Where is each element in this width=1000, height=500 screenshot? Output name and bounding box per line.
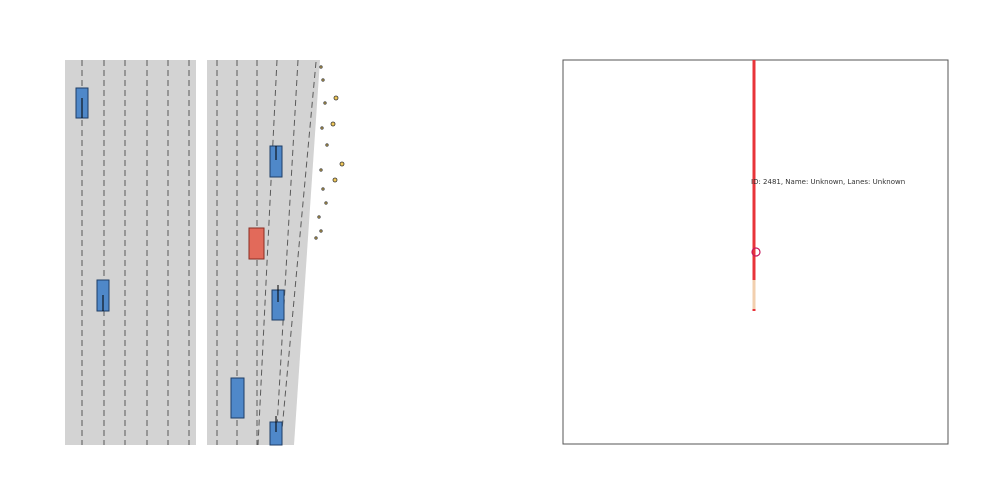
ego-position-marker (751, 247, 761, 257)
road-left (65, 60, 196, 445)
roadside-markers (314, 65, 345, 240)
road-info-label: ID: 2481, Name: Unknown, Lanes: Unknown (751, 178, 906, 186)
vehicles (75, 87, 285, 446)
ego-vehicle (248, 227, 265, 260)
vehicle (230, 377, 245, 419)
lane-lines-left (81, 60, 190, 445)
